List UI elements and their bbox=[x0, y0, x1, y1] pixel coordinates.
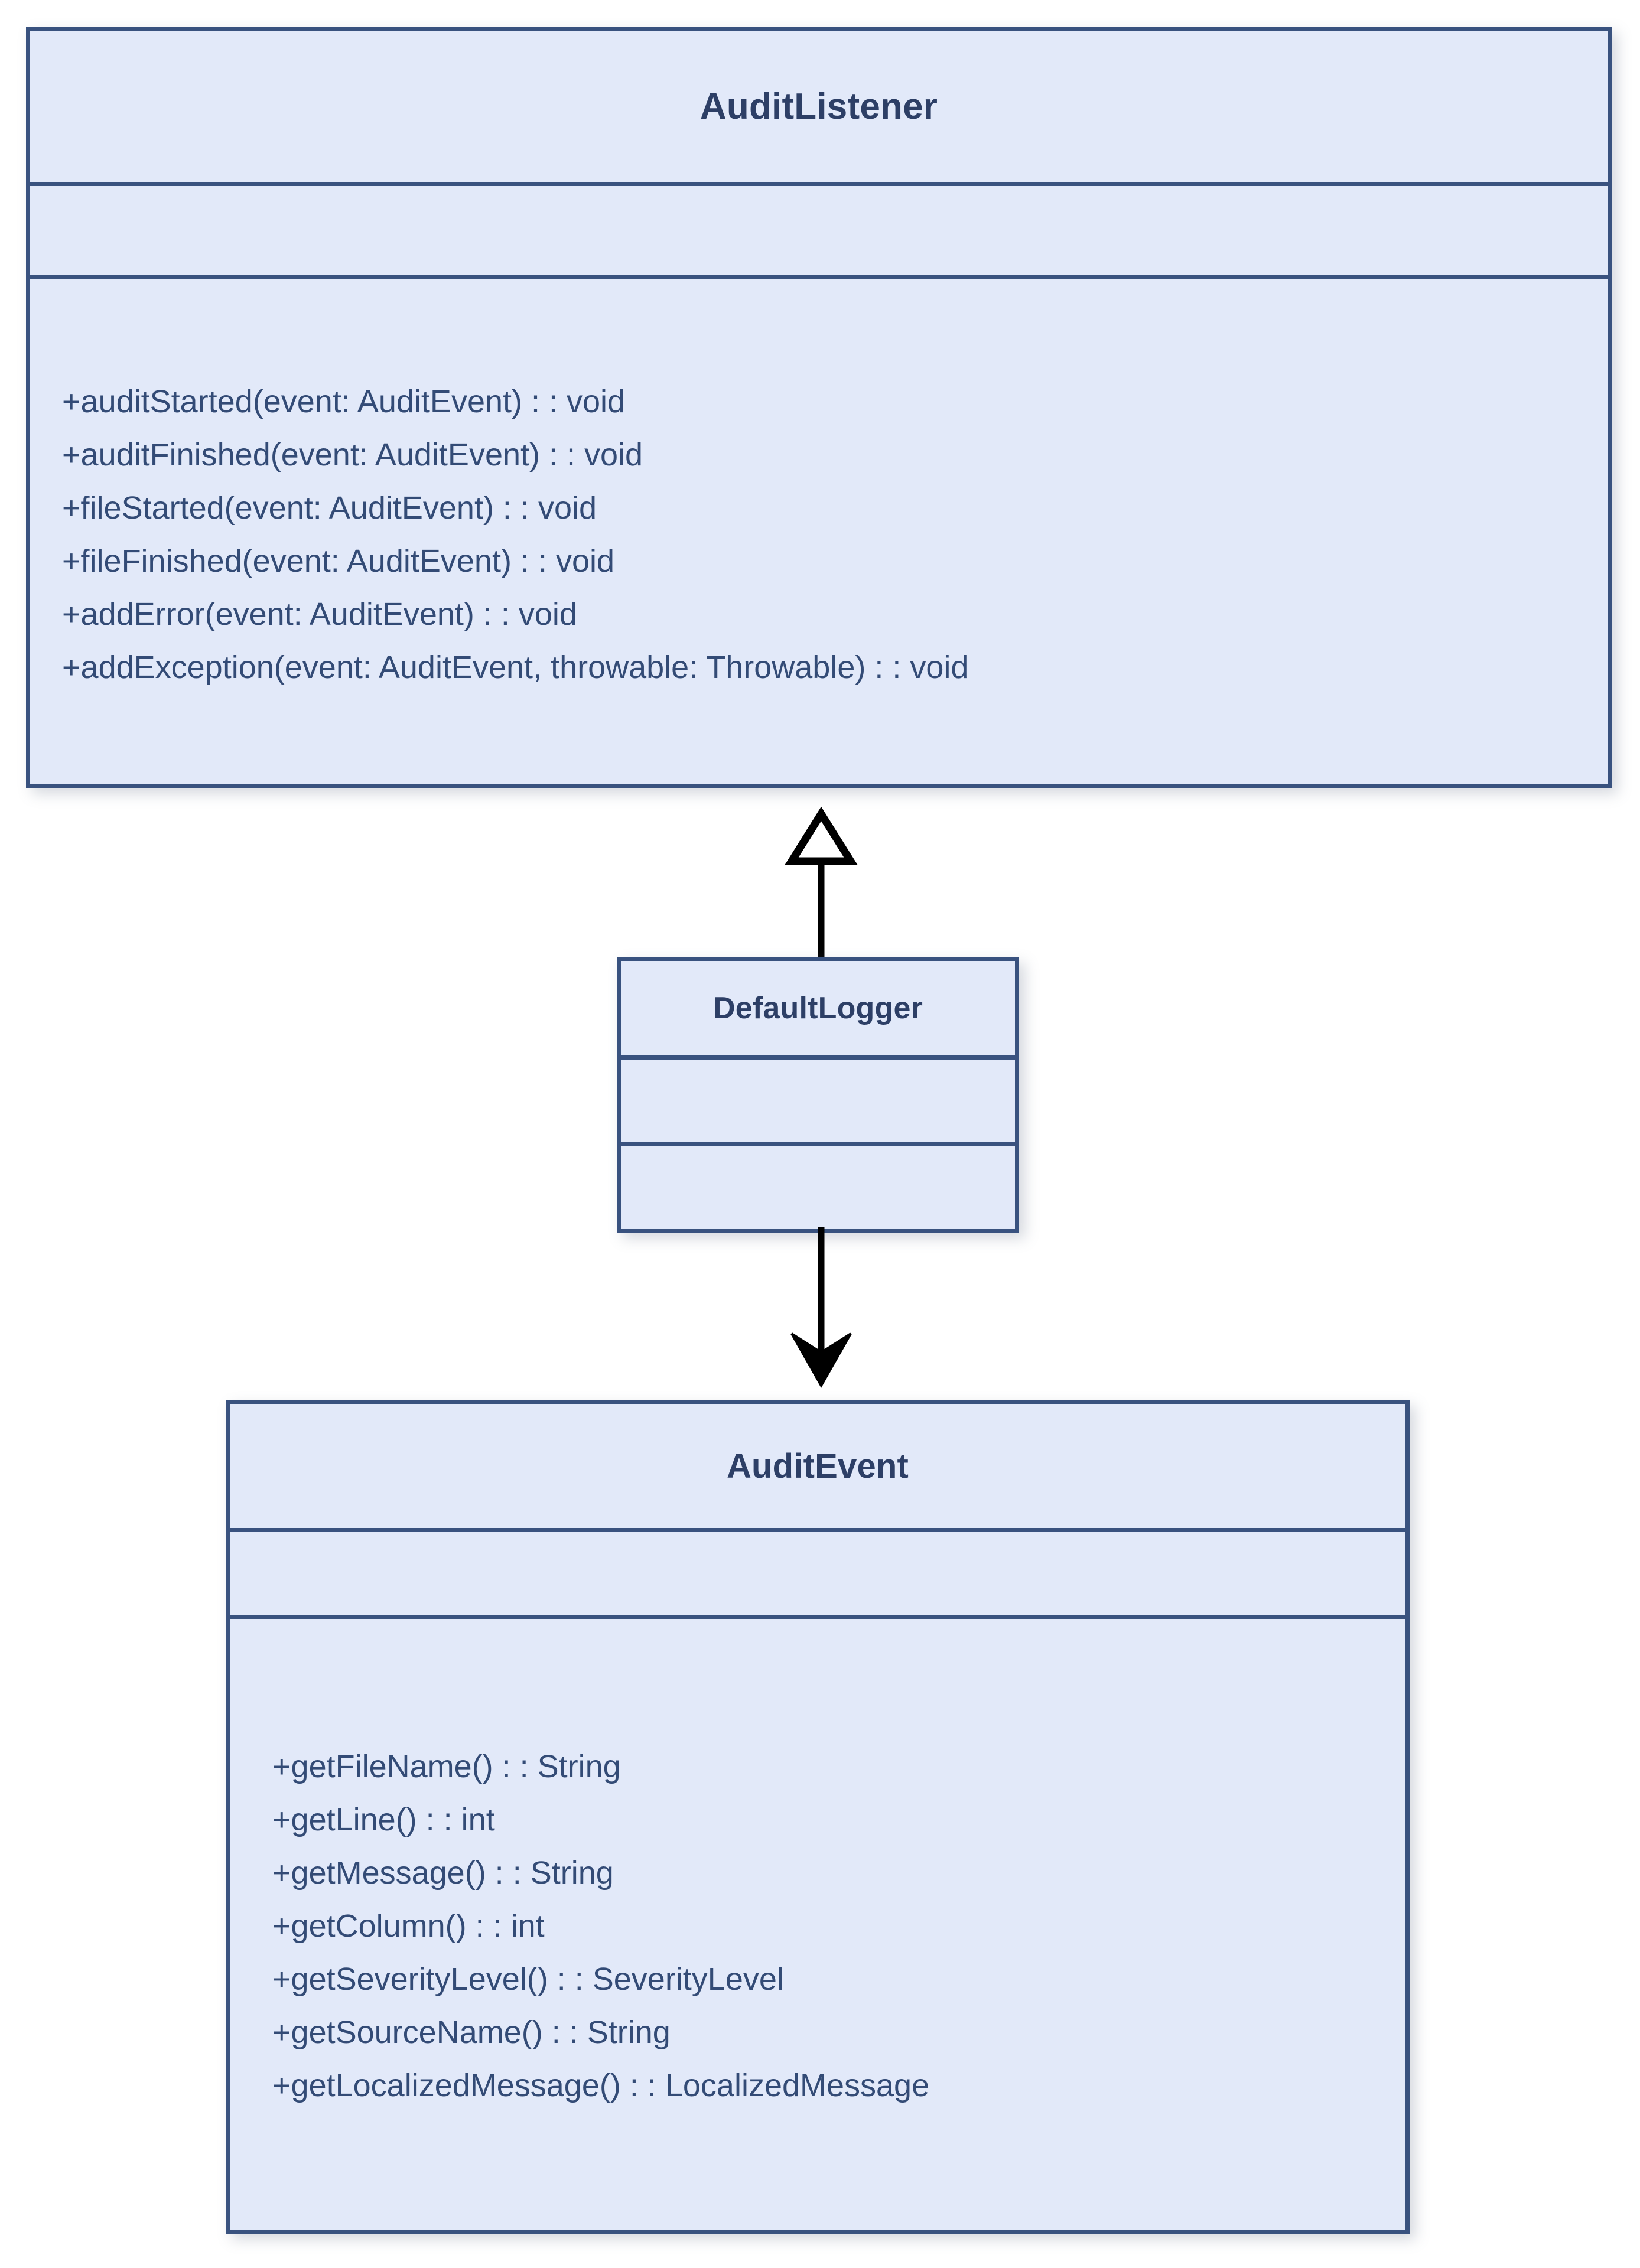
class-title-audit-event: AuditEvent bbox=[726, 1446, 909, 1485]
class-method: +getSeverityLevel() : : SeverityLevel bbox=[272, 1961, 784, 1997]
class-method: +getColumn() : : int bbox=[272, 1908, 545, 1944]
class-method: +getLine() : : int bbox=[272, 1802, 495, 1837]
class-attributes-audit-listener bbox=[30, 186, 1608, 275]
class-divider-methods bbox=[621, 1142, 1015, 1146]
class-divider-methods bbox=[230, 1615, 1405, 1619]
class-method: +auditStarted(event: AuditEvent) : : voi… bbox=[62, 383, 626, 419]
class-method: +fileFinished(event: AuditEvent) : : voi… bbox=[62, 543, 615, 579]
class-method: +getSourceName() : : String bbox=[272, 2015, 671, 2050]
class-methods-audit-listener: +auditStarted(event: AuditEvent) : : voi… bbox=[30, 279, 1608, 784]
class-attributes-audit-event bbox=[230, 1532, 1405, 1615]
connector-dependency-arrow bbox=[790, 1227, 852, 1389]
class-method: +getMessage() : : String bbox=[272, 1855, 614, 1891]
class-title-default-logger: DefaultLogger bbox=[712, 991, 923, 1025]
class-method: +addException(event: AuditEvent, throwab… bbox=[62, 649, 969, 685]
class-divider-attributes bbox=[230, 1528, 1405, 1532]
class-divider-attributes bbox=[621, 1055, 1015, 1060]
class-title-audit-listener: AuditListener bbox=[699, 86, 938, 127]
class-box-audit-event[interactable]: AuditEvent +getFileName() : : String +ge… bbox=[226, 1400, 1410, 2234]
class-divider-methods bbox=[30, 275, 1608, 279]
class-methods-audit-event: +getFileName() : : String +getLine() : :… bbox=[230, 1619, 1405, 2230]
connector-generalization-arrow bbox=[785, 806, 858, 963]
class-method: +addError(event: AuditEvent) : : void bbox=[62, 596, 577, 632]
class-method: +getFileName() : : String bbox=[272, 1749, 621, 1784]
class-methods-default-logger bbox=[621, 1146, 1015, 1228]
class-attributes-default-logger bbox=[621, 1060, 1015, 1142]
class-method: +getLocalizedMessage() : : LocalizedMess… bbox=[272, 2068, 930, 2103]
class-method: +fileStarted(event: AuditEvent) : : void bbox=[62, 490, 597, 526]
class-box-audit-listener[interactable]: AuditListener +auditStarted(event: Audit… bbox=[26, 27, 1612, 788]
class-box-default-logger[interactable]: DefaultLogger bbox=[617, 957, 1019, 1233]
class-method: +auditFinished(event: AuditEvent) : : vo… bbox=[62, 436, 643, 472]
class-divider-attributes bbox=[30, 182, 1608, 186]
